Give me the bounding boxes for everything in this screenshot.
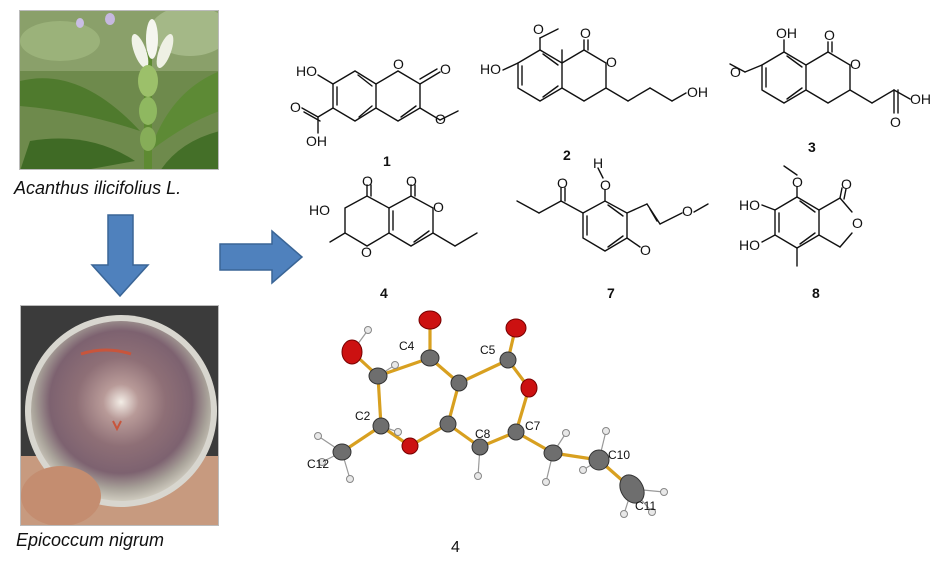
compound-1-structure	[301, 68, 459, 134]
compound-4-structure	[329, 184, 478, 247]
right-arrow	[219, 229, 304, 285]
c1-ho-label: HO	[296, 63, 317, 79]
compound-3-number: 3	[808, 139, 816, 155]
atom-label-c12: C12	[307, 457, 329, 471]
atom-label-c8: C8	[475, 427, 491, 441]
c8-methoxy-o-label: O	[792, 174, 803, 190]
atom-label-c7: C7	[525, 419, 541, 433]
c8-carbonyl-o-label: O	[841, 176, 852, 192]
c3-acid-oh-label: OH	[910, 91, 931, 107]
c7-methoxy-o-label: O	[682, 203, 693, 219]
c1-acid-o-label: O	[290, 99, 301, 115]
compound-8-number: 8	[812, 285, 820, 301]
crystal-structure-number: 4	[451, 539, 460, 556]
c4-ketone-o-label: O	[362, 173, 373, 189]
fungus-caption: Epicoccum nigrum	[16, 530, 165, 550]
c7-furan-o-label: O	[640, 242, 651, 258]
c1-carbonyl-o-label: O	[440, 61, 451, 77]
crystal-structure-atoms	[314, 310, 668, 518]
atom-label-c5: C5	[480, 343, 496, 357]
c3-carbonyl-o-label: O	[824, 27, 835, 43]
down-arrow	[90, 214, 150, 298]
c1-acid-oh-label: OH	[306, 133, 327, 149]
compound-8-structure	[761, 165, 853, 267]
atom-label-c2: C2	[355, 409, 371, 423]
compound-2-number: 2	[563, 147, 571, 163]
compound-7-number: 7	[607, 285, 615, 301]
c3-methoxy-o-label: O	[730, 64, 741, 80]
c4-lactone-o-label: O	[406, 173, 417, 189]
plant-illustration	[20, 11, 218, 169]
c2-ho-label: HO	[480, 61, 501, 77]
fungus-photo	[20, 305, 219, 526]
compound-1-number: 1	[383, 153, 391, 169]
c3-oh-label: OH	[776, 25, 797, 41]
atom-label-c10: C10	[608, 448, 630, 462]
c7-methoxy-bond	[693, 203, 709, 213]
compound-3-structure	[729, 39, 911, 114]
plant-photo	[19, 10, 219, 170]
compound-2-structure	[502, 28, 687, 102]
c1-methoxy-o-label: O	[435, 111, 446, 127]
c8-ho-top-label: HO	[739, 197, 760, 213]
c7-h-label: H	[593, 155, 603, 171]
c2-ring-o-label: O	[606, 54, 617, 70]
c4-ho-label: HO	[309, 202, 330, 218]
c2-methoxy-o-label: O	[533, 21, 544, 37]
c2-oh-label: OH	[687, 84, 708, 100]
c2-carbonyl-o-label: O	[580, 25, 591, 41]
c7-carbonyl-o-label: O	[557, 175, 568, 191]
c7-hydroxy-o-label: O	[600, 177, 611, 193]
compound-4-number: 4	[380, 285, 388, 301]
atom-label-c4: C4	[399, 339, 415, 353]
c3-ring-o-label: O	[850, 56, 861, 72]
petri-dish-illustration	[21, 306, 218, 525]
c4-ring-o-label: O	[433, 199, 444, 215]
compound-7-structure	[516, 167, 683, 252]
atom-label-c11: C11	[635, 499, 656, 513]
c8-ho-bottom-label: HO	[739, 237, 760, 253]
c8-ring-o-label: O	[852, 215, 863, 231]
plant-caption: Acanthus ilicifolius L.	[14, 178, 182, 198]
c4-pyran-o-label: O	[361, 244, 372, 260]
c3-acid-o-label: O	[890, 114, 901, 130]
c1-ring-o-label: O	[393, 56, 404, 72]
